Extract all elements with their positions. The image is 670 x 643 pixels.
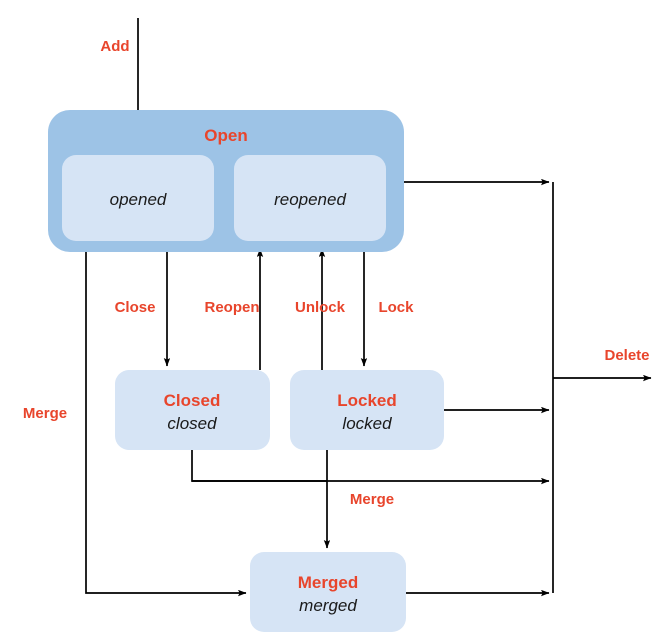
edge-layer xyxy=(85,18,652,597)
state-merged-box[interactable] xyxy=(250,552,406,632)
state-opened-box[interactable] xyxy=(62,155,214,241)
state-locked-box[interactable] xyxy=(290,370,444,450)
state-closed-box[interactable] xyxy=(115,370,270,450)
state-merged[interactable]: Merged merged xyxy=(250,552,406,632)
edge-label-delete: Delete xyxy=(604,347,649,364)
state-closed[interactable]: Closed closed xyxy=(115,370,270,450)
edge-label-merge-left: Merge xyxy=(23,405,67,422)
edge-label-unlock: Unlock xyxy=(295,299,346,316)
edge-label-add: Add xyxy=(100,38,129,55)
state-opened-label: opened xyxy=(110,190,167,209)
state-locked-title: Locked xyxy=(337,391,397,410)
state-reopened-box[interactable] xyxy=(234,155,386,241)
open-group-title: Open xyxy=(204,126,247,145)
state-merged-title: Merged xyxy=(298,573,358,592)
edge-merge-mid-elbow xyxy=(191,450,327,482)
state-locked-subtitle: locked xyxy=(342,414,392,433)
open-group[interactable]: Open opened reopened xyxy=(48,110,404,252)
edge-label-lock: Lock xyxy=(378,299,414,316)
state-locked[interactable]: Locked locked xyxy=(290,370,444,450)
edge-label-reopen: Reopen xyxy=(204,299,259,316)
edge-label-close: Close xyxy=(115,299,156,316)
state-merged-subtitle: merged xyxy=(299,596,357,615)
edge-label-layer: Add Close Reopen Unlock Lock Merge Merge… xyxy=(23,38,650,508)
edge-merge-left xyxy=(85,252,247,597)
state-closed-subtitle: closed xyxy=(167,414,217,433)
edge-label-merge-mid: Merge xyxy=(350,491,394,508)
state-closed-title: Closed xyxy=(164,391,221,410)
state-reopened-label: reopened xyxy=(274,190,346,209)
